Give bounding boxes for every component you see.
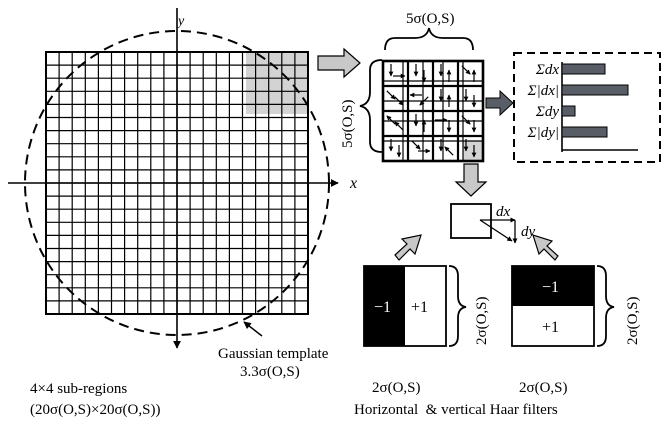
sub-highlight-cell — [463, 141, 483, 161]
histogram-label: Σ|dy| — [527, 125, 559, 141]
gaussian-circle — [24, 30, 330, 336]
inset-box — [450, 203, 492, 239]
flow-arrow-to-histogram — [485, 89, 514, 117]
dx-label: dx — [496, 204, 511, 220]
haar-v-light-half — [512, 306, 594, 346]
x-axis-label: x — [349, 175, 357, 192]
haar-h-border — [363, 265, 447, 347]
filters-caption: Horizontal & vertical Haar filters — [354, 402, 558, 418]
flow-arrow-filter-right — [532, 234, 559, 261]
gradient-arrow — [386, 90, 396, 100]
haar-h-dark-half — [364, 266, 405, 346]
axes: x y — [8, 8, 357, 349]
haar-h-minus: −1 — [374, 299, 391, 316]
haar-h-side-brace — [448, 265, 467, 347]
gradient-arrow — [394, 121, 404, 131]
histogram-label: Σ|dx| — [527, 83, 559, 99]
haar-v-side-brace — [596, 265, 615, 347]
haar-v-dark-half — [512, 266, 594, 306]
histogram-bar — [561, 126, 608, 138]
haar-h-side-label: 2σ(O,S) — [474, 296, 490, 345]
haar-v-side-label: 2σ(O,S) — [625, 296, 641, 345]
gradient-arrow — [386, 115, 396, 125]
flow-arrow-right — [317, 47, 361, 79]
histogram-border — [513, 52, 661, 163]
top-size-label: 5σ(O,S) — [406, 11, 455, 27]
histogram-label: Σdx — [535, 62, 559, 78]
haar-filter-horizontal: −1 +1 2σ(O,S) 2σ(O,S) — [363, 265, 490, 396]
haar-v-bottom-label: 2σ(O,S) — [519, 380, 568, 396]
resultant-arrow — [479, 219, 513, 242]
gaussian-size: 3.3σ(O,S) — [240, 364, 300, 380]
haar-filter-vertical: −1 +1 2σ(O,S) 2σ(O,S) — [511, 265, 641, 396]
histogram-bar — [561, 105, 576, 117]
highlight-subregion — [246, 52, 308, 114]
side-brace — [359, 59, 383, 153]
haar-response-inset: dx dy — [450, 203, 536, 244]
haar-v-minus: −1 — [542, 279, 559, 296]
haar-h-plus: +1 — [411, 299, 428, 316]
gradient-arrow — [444, 146, 454, 156]
grid-caption-2: (20σ(O,S)×20σ(O,S)) — [30, 402, 160, 418]
gaussian-pointer — [243, 321, 263, 337]
haar-v-border — [511, 265, 595, 347]
flow-arrow-filter-left — [394, 234, 422, 261]
gradient-arrow — [394, 96, 404, 106]
y-axis-label: y — [176, 14, 185, 29]
grid-caption-1: 4×4 sub-regions — [30, 381, 127, 397]
histogram-bar — [561, 84, 629, 96]
haar-v-plus: +1 — [542, 319, 559, 336]
top-brace — [384, 27, 474, 51]
haar-h-light-half — [405, 266, 446, 346]
haar-h-bottom-label: 2σ(O,S) — [372, 380, 421, 396]
side-size-label: 5σ(O,S) — [340, 99, 356, 148]
gradient-arrow — [411, 140, 421, 150]
gradient-arrows — [386, 64, 477, 158]
gaussian-label: Gaussian template — [218, 346, 329, 362]
sub-grid — [381, 59, 485, 163]
dy-label: dy — [521, 224, 536, 240]
histogram-bar — [561, 63, 606, 75]
histogram-label: Σdy — [535, 104, 559, 120]
gradient-arrow — [419, 96, 429, 106]
flow-arrow-down — [454, 163, 488, 197]
gradient-arrow — [461, 115, 471, 125]
gradient-arrow — [461, 65, 471, 75]
subregion-zoom: 5σ(O,S) 5σ(O,S) — [340, 11, 485, 163]
